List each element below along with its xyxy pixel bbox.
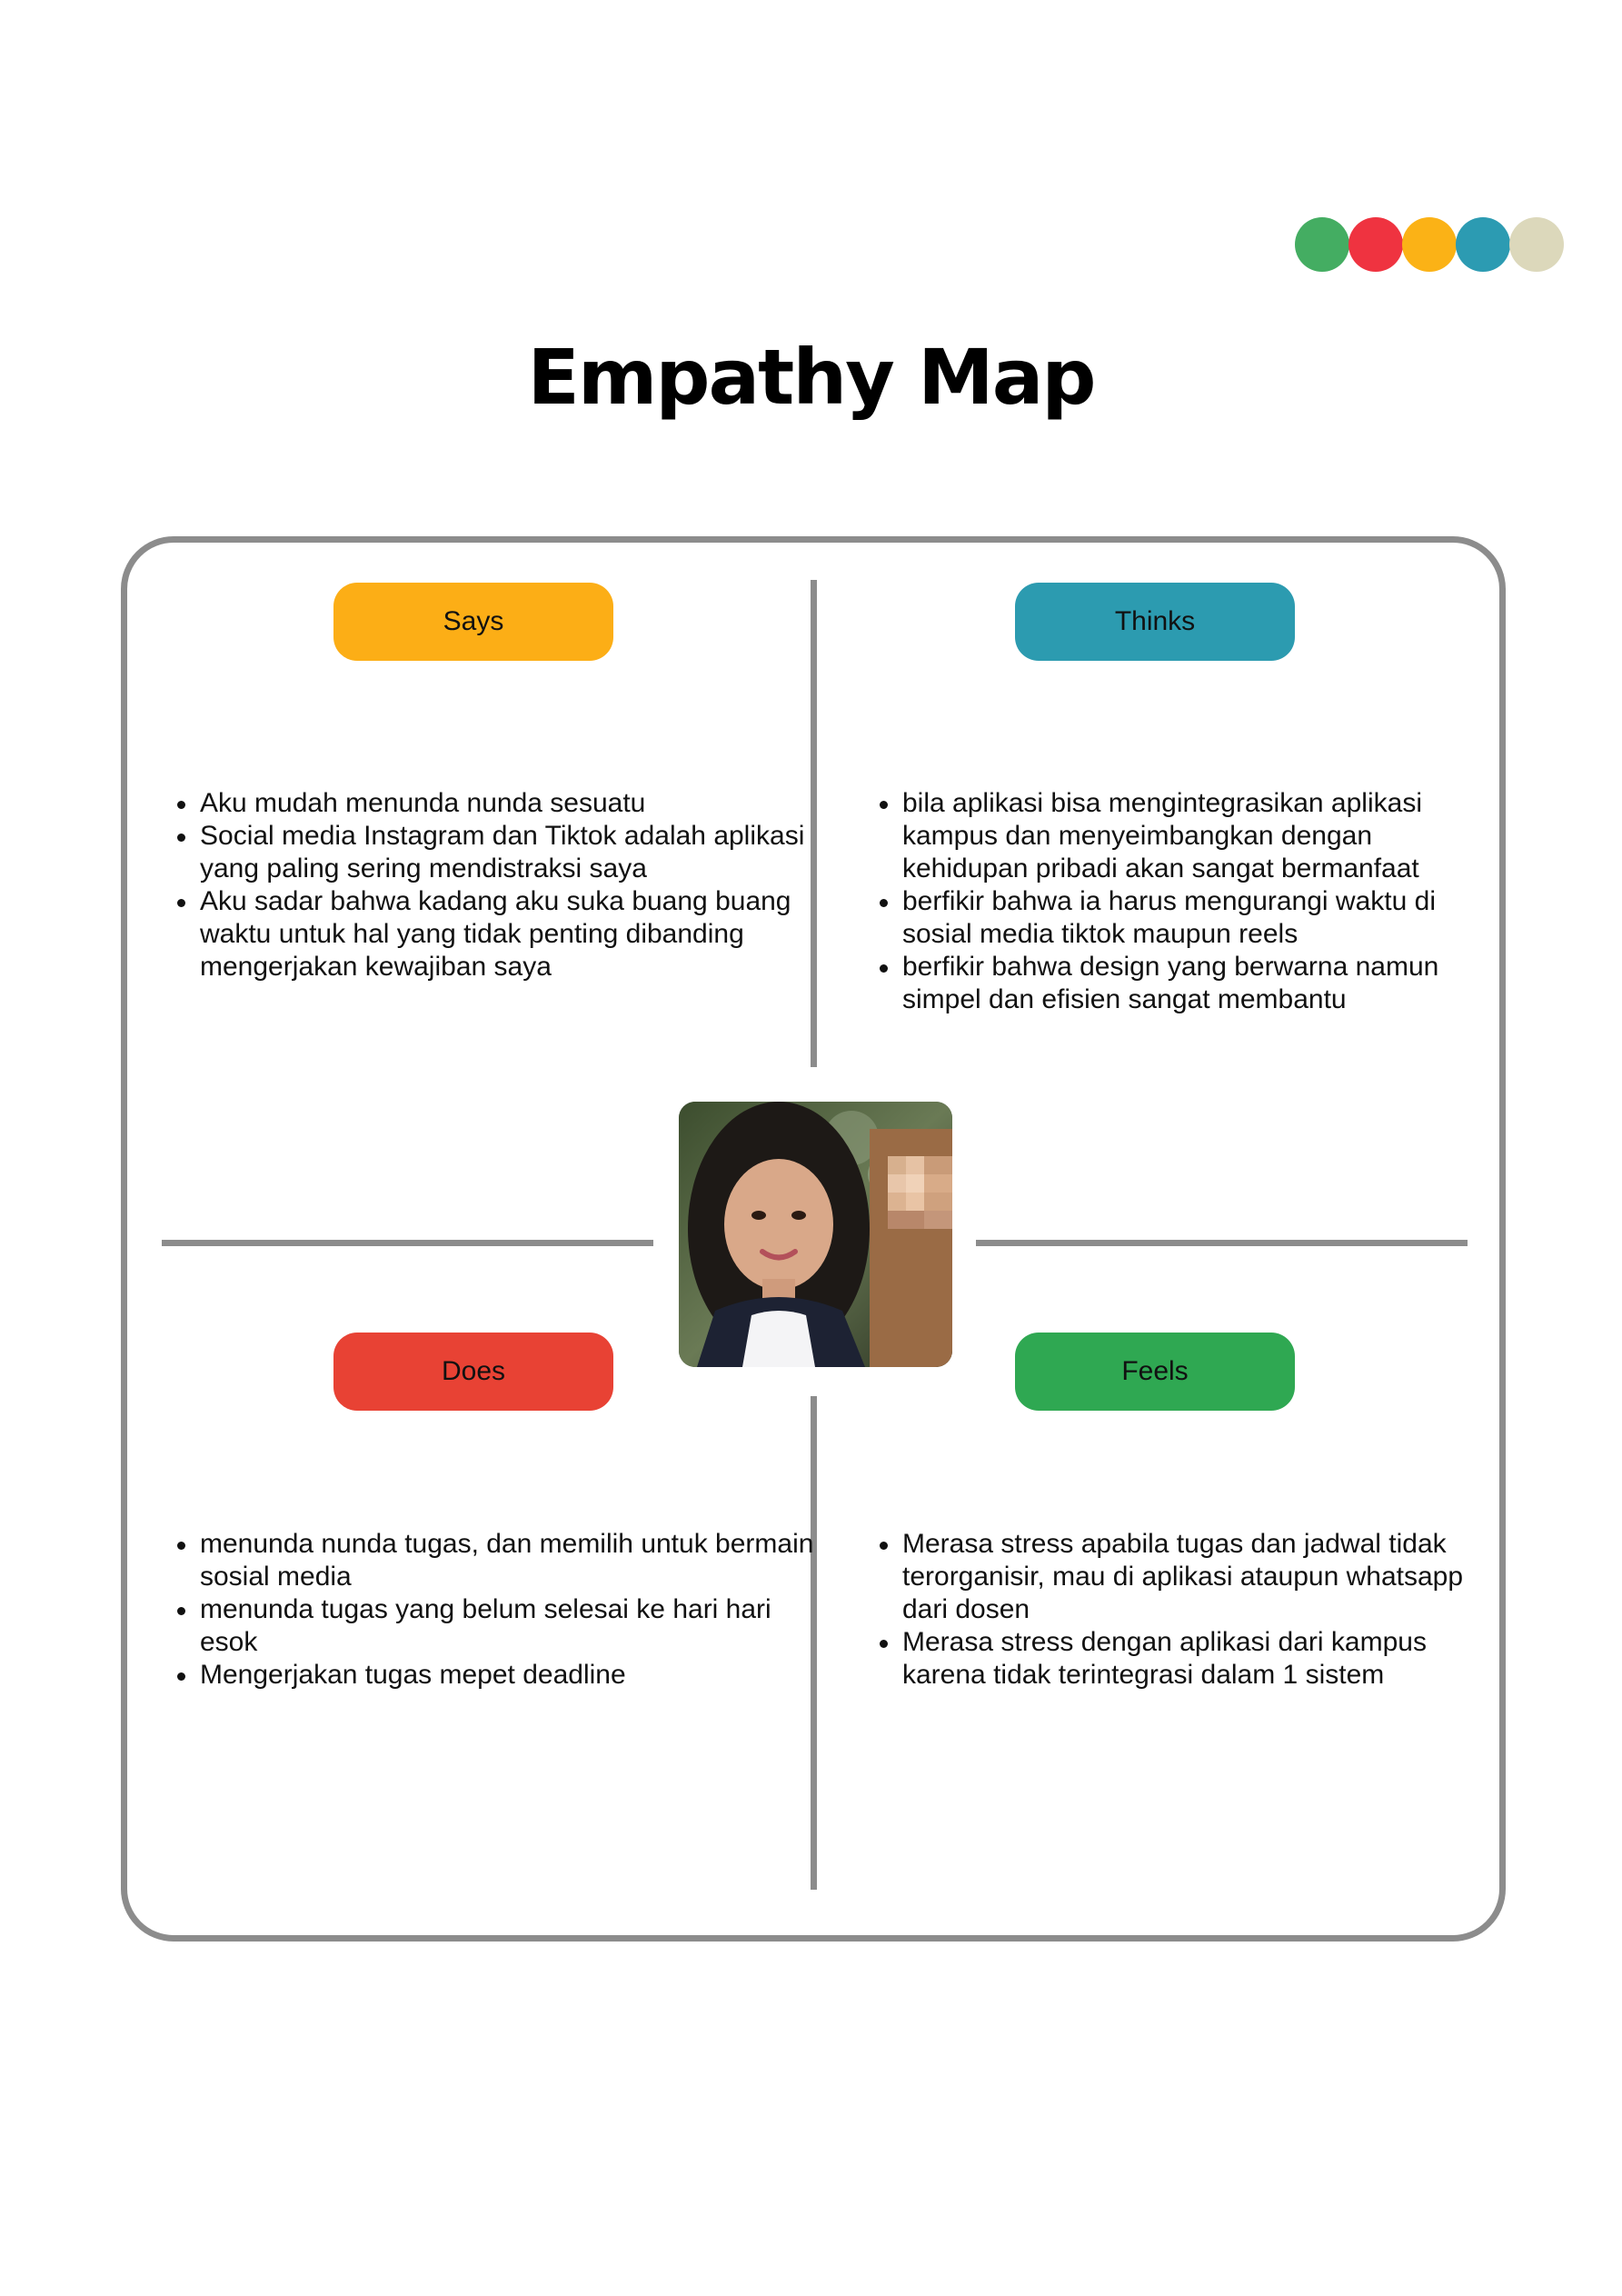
persona-photo-icon <box>679 1102 952 1367</box>
palette-dot-green <box>1295 217 1349 272</box>
empathy-map-board <box>121 536 1506 1942</box>
horizontal-divider-right <box>976 1240 1468 1246</box>
page-title: Empathy Map <box>527 333 1096 422</box>
feels-list: Merasa stress apabila tugas dan jadwal t… <box>876 1528 1507 1692</box>
vertical-divider-bottom <box>811 1396 817 1890</box>
palette-dot-beige <box>1509 217 1564 272</box>
says-list: Aku mudah menunda nunda sesuatu Social m… <box>174 787 827 983</box>
palette-dot-yellow <box>1402 217 1457 272</box>
palette-dots <box>1295 217 1567 272</box>
horizontal-divider-left <box>162 1240 653 1246</box>
says-item: Social media Instagram dan Tiktok adalah… <box>177 820 827 885</box>
says-item: Aku mudah menunda nunda sesuatu <box>177 787 827 820</box>
does-label-text: Does <box>441 1356 506 1386</box>
does-item: Mengerjakan tugas mepet deadline <box>177 1659 827 1692</box>
feels-item: Merasa stress apabila tugas dan jadwal t… <box>880 1528 1507 1626</box>
vertical-divider-top <box>811 580 817 1067</box>
says-label-text: Says <box>443 606 504 636</box>
does-item: menunda nunda tugas, dan memilih untuk b… <box>177 1528 827 1593</box>
palette-dot-teal <box>1456 217 1510 272</box>
feels-item: Merasa stress dengan aplikasi dari kampu… <box>880 1626 1507 1692</box>
does-list: menunda nunda tugas, dan memilih untuk b… <box>174 1528 827 1692</box>
feels-label: Feels <box>1015 1333 1295 1411</box>
feels-label-text: Feels <box>1121 1356 1189 1386</box>
palette-dot-red <box>1348 217 1403 272</box>
says-label: Says <box>333 583 613 661</box>
persona-photo <box>679 1102 952 1367</box>
thinks-item: berfikir bahwa design yang berwarna namu… <box>880 951 1502 1016</box>
thinks-label-text: Thinks <box>1114 606 1196 636</box>
thinks-item: bila aplikasi bisa mengintegrasikan apli… <box>880 787 1502 885</box>
does-item: menunda tugas yang belum selesai ke hari… <box>177 1593 827 1659</box>
says-item: Aku sadar bahwa kadang aku suka buang bu… <box>177 885 827 983</box>
thinks-list: bila aplikasi bisa mengintegrasikan apli… <box>876 787 1502 1016</box>
thinks-item: berfikir bahwa ia harus mengurangi waktu… <box>880 885 1502 951</box>
thinks-label: Thinks <box>1015 583 1295 661</box>
does-label: Does <box>333 1333 613 1411</box>
